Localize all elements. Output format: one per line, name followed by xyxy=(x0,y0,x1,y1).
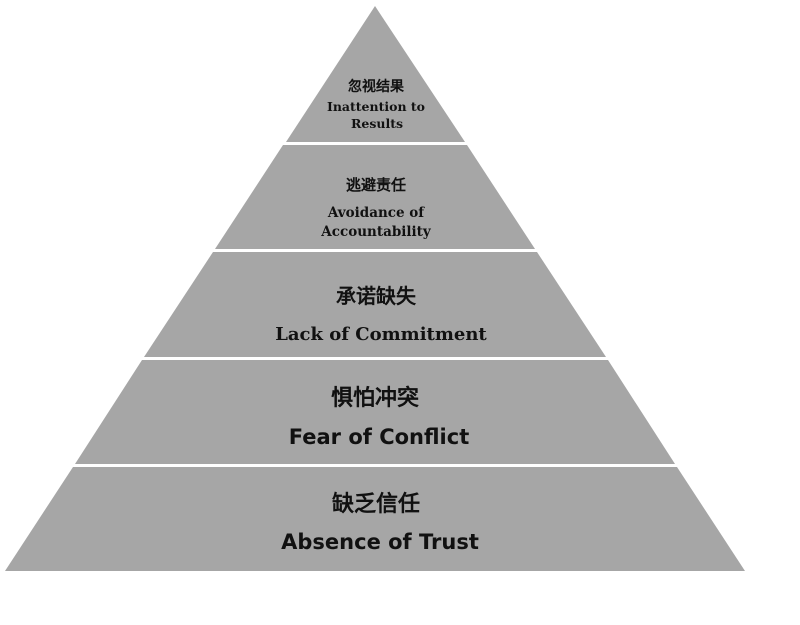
tier-lack-of-commitment: 承诺缺失 Lack of Commitment xyxy=(144,252,606,357)
tier-label-cn-results: 忽视结果 xyxy=(348,78,405,95)
tier-label-cn-trust: 缺乏信任 xyxy=(332,491,420,517)
tier-absence-of-trust: 缺乏信任 Absence of Trust xyxy=(5,467,745,571)
tier-shape-commitment xyxy=(144,252,606,357)
tier-label-en-conflict: Fear of Conflict xyxy=(289,425,470,449)
tier-label-en-results-line2: Results xyxy=(351,116,403,131)
tier-label-en-accountability-line1: Avoidance of xyxy=(327,205,425,221)
tier-label-cn-conflict: 惧怕冲突 xyxy=(331,385,419,411)
tier-label-en-results-line1: Inattention to xyxy=(327,99,425,114)
tier-fear-of-conflict: 惧怕冲突 Fear of Conflict xyxy=(75,360,675,464)
tier-shape-conflict xyxy=(75,360,675,464)
tier-label-en-commitment: Lack of Commitment xyxy=(275,324,487,345)
tier-shape-trust xyxy=(5,467,745,571)
tier-shape-results xyxy=(286,6,465,142)
tier-inattention-to-results: 忽视结果 Inattention to Results xyxy=(286,6,465,142)
tier-shape-accountability xyxy=(215,145,535,249)
tier-label-cn-commitment: 承诺缺失 xyxy=(336,284,417,308)
tier-label-en-accountability-line2: Accountability xyxy=(320,224,432,240)
tier-label-en-trust: Absence of Trust xyxy=(281,530,479,554)
tier-avoidance-of-accountability: 逃避责任 Avoidance of Accountability xyxy=(215,145,535,249)
tier-label-cn-accountability: 逃避责任 xyxy=(346,176,406,194)
